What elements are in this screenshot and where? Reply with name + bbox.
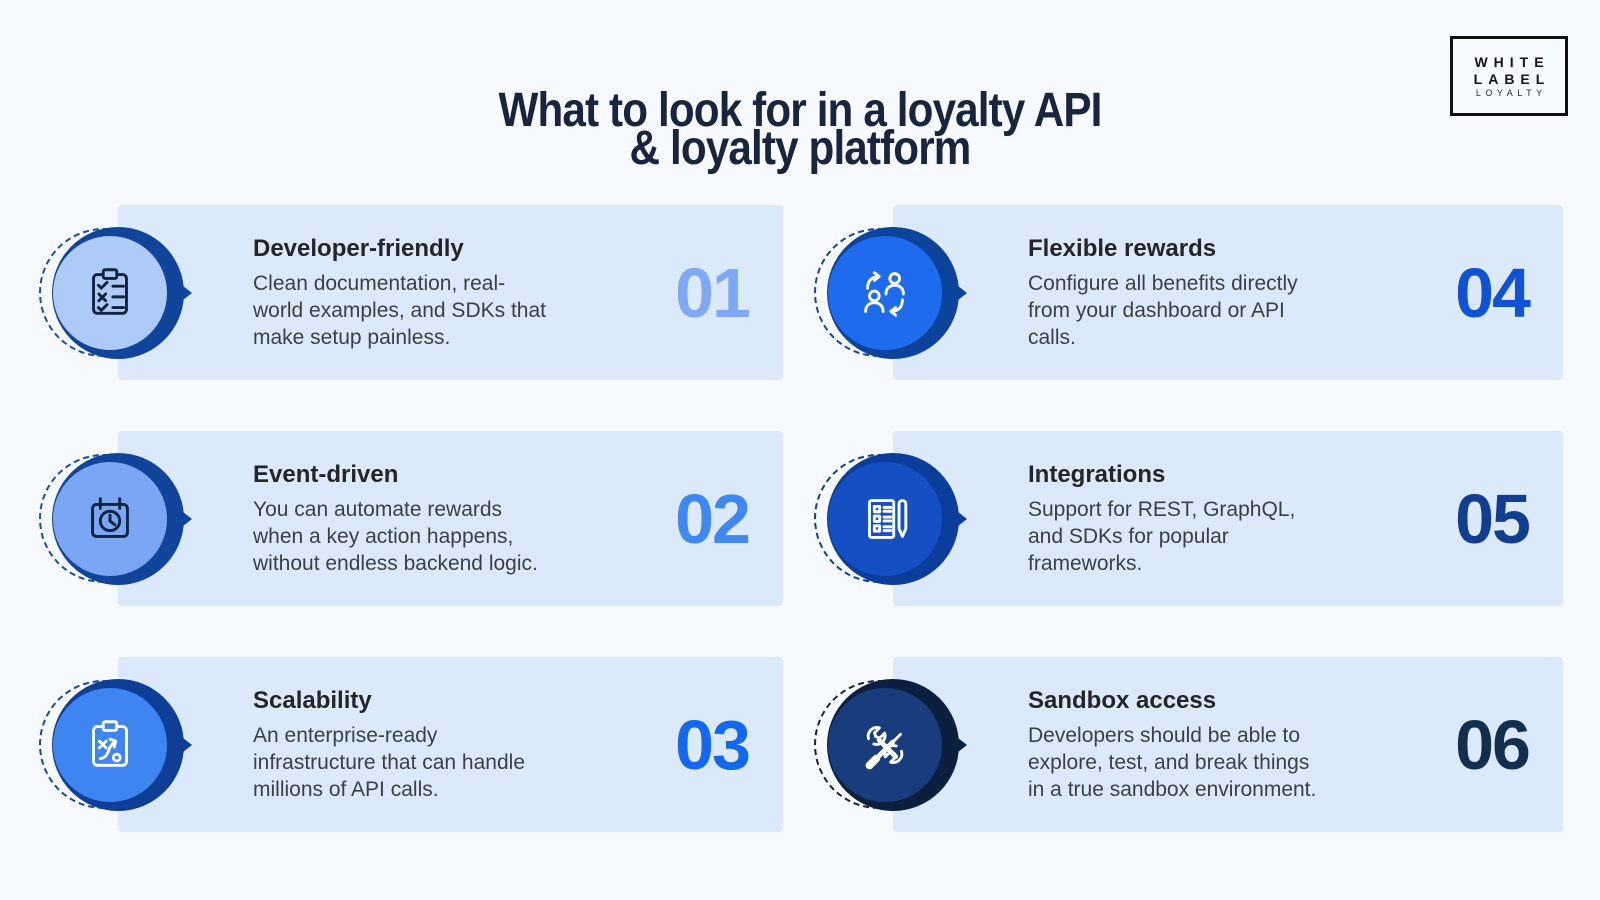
white-label-loyalty-logo: WHITE LABEL LOYALTY: [1450, 36, 1568, 116]
card-description: Support for REST, GraphQL, and SDKs for …: [1028, 497, 1296, 575]
page-title-line2: & loyalty platform: [629, 122, 972, 176]
icon-medallion: [814, 452, 967, 585]
page-title: What to look for in a loyalty API & loya…: [96, 84, 1504, 176]
icon-medallion: [39, 678, 192, 811]
card-title: Integrations: [1028, 460, 1166, 488]
card-title: Flexible rewards: [1028, 234, 1217, 262]
card-developer-friendly: Developer-friendly Clean documentation, …: [39, 205, 783, 380]
logo-word-label: LABEL: [1473, 70, 1551, 87]
step-number: 05: [1455, 479, 1531, 558]
clipboard-checklist-icon: [53, 235, 167, 350]
left-column: Developer-friendly Clean documentation, …: [39, 205, 783, 883]
card-title: Event-driven: [253, 460, 399, 488]
strategy-clipboard-icon: [53, 687, 167, 802]
step-number: 04: [1455, 253, 1531, 332]
card-description: Clean documentation, real- world example…: [253, 271, 546, 349]
icon-medallion: [814, 678, 967, 811]
step-number: 06: [1455, 705, 1531, 784]
card-description: Developers should be able to explore, te…: [1028, 723, 1317, 801]
card-title: Developer-friendly: [253, 234, 464, 262]
card-scalability: Scalability An enterprise-ready infrastr…: [39, 657, 783, 832]
calendar-clock-icon: [53, 461, 167, 576]
step-number: 01: [675, 253, 751, 332]
card-integrations: Integrations Support for REST, GraphQL, …: [814, 431, 1563, 606]
card-description: An enterprise-ready infrastructure that …: [253, 723, 525, 801]
logo-word-white: WHITE: [1474, 53, 1550, 70]
step-number: 02: [675, 479, 751, 558]
card-title: Scalability: [253, 686, 372, 714]
card-title: Sandbox access: [1028, 686, 1217, 714]
right-column: Flexible rewards Configure all benefits …: [814, 205, 1563, 883]
logo-word-loyalty: LOYALTY: [1475, 87, 1547, 98]
step-number: 03: [675, 705, 751, 784]
card-description: You can automate rewards when a key acti…: [253, 497, 538, 575]
card-event-driven: Event-driven You can automate rewards wh…: [39, 431, 783, 606]
page-title-line1: What to look for in a loyalty API: [498, 84, 1102, 138]
card-sandbox-access: Sandbox access Developers should be able…: [814, 657, 1563, 832]
people-swap-icon: [828, 235, 942, 350]
card-flexible-rewards: Flexible rewards Configure all benefits …: [814, 205, 1563, 380]
icon-medallion: [39, 226, 192, 359]
card-description: Configure all benefits directly from you…: [1028, 271, 1298, 349]
form-pen-icon: [828, 461, 942, 576]
icon-medallion: [39, 452, 192, 585]
tools-icon: [828, 687, 942, 802]
icon-medallion: [814, 226, 967, 359]
